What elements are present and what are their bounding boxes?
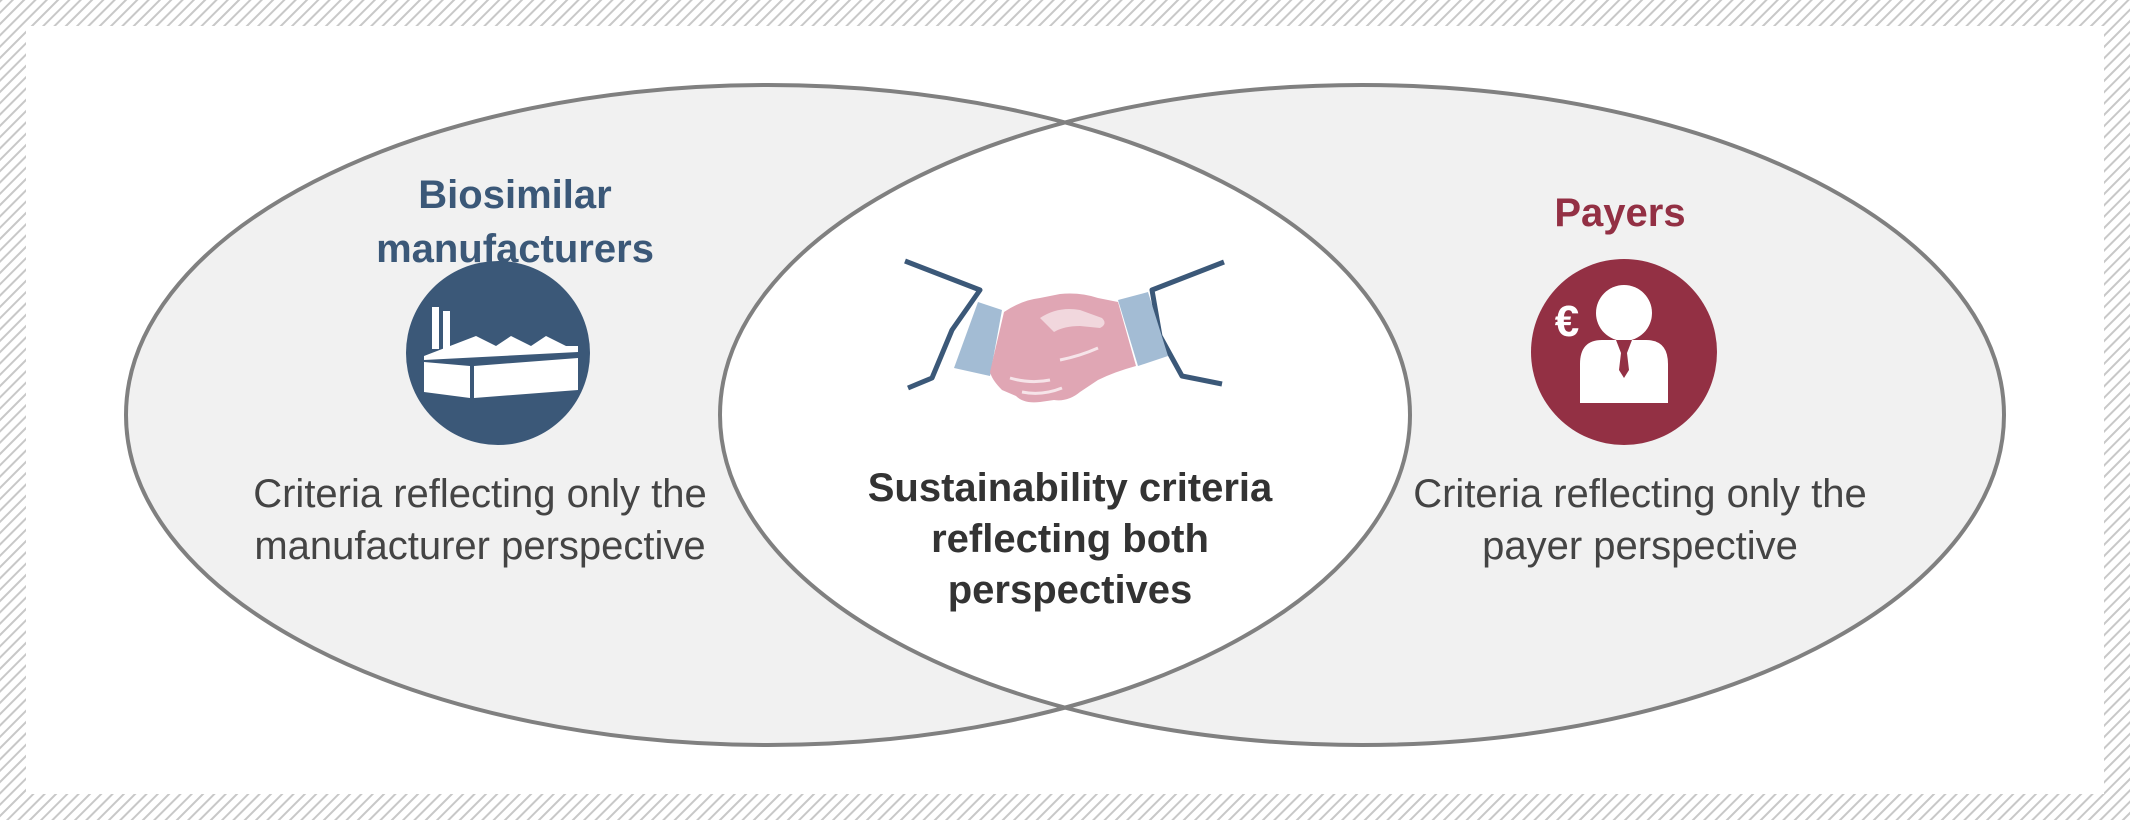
title-line: Payers [1554,191,1686,235]
sustainability-criteria-text: Sustainability criteria reflecting both … [820,463,1320,616]
manufacturer-criteria-text: Criteria reflecting only the manufacture… [220,468,740,572]
title-line: Biosimilar [418,173,612,217]
svg-text:€: € [1555,297,1579,346]
description-line: Criteria reflecting only the [253,472,707,516]
biosimilar-manufacturers-title: Biosimilar manufacturers [365,168,665,276]
title-line: manufacturers [376,227,654,271]
description-line: Criteria reflecting only the [1413,472,1867,516]
intersection-line: perspectives [947,568,1193,612]
handshake-icon [904,258,1225,403]
payers-title: Payers [1520,186,1720,240]
payer-criteria-text: Criteria reflecting only the payer persp… [1380,468,1900,572]
right-ellipse-outline [718,83,2006,747]
left-ellipse-outline [124,83,1412,747]
overlap-region [720,85,1410,745]
intersection-line: Sustainability criteria [867,466,1273,510]
description-line: manufacturer perspective [254,524,706,568]
factory-icon [406,261,590,445]
intersection-line: reflecting both [931,517,1209,561]
description-line: payer perspective [1482,524,1798,568]
euro-payer-person-icon: € [1531,259,1717,445]
